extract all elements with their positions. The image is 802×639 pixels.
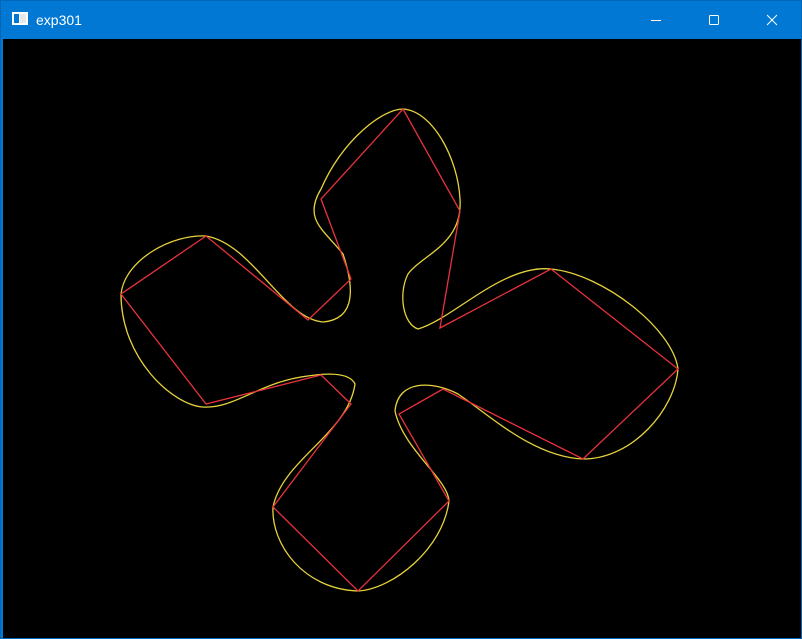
curve-drawing (120, 108, 679, 592)
title-bar[interactable]: exp301 (1, 1, 801, 38)
maximize-button[interactable] (685, 1, 743, 38)
close-button[interactable] (743, 1, 801, 38)
app-window-icon (12, 12, 28, 25)
drawing-canvas[interactable] (3, 39, 801, 638)
close-icon (766, 14, 778, 25)
smooth-curve (120, 108, 679, 592)
window-title: exp301 (36, 12, 82, 28)
control-polygon (120, 108, 679, 592)
maximize-icon (709, 14, 719, 25)
minimize-button[interactable] (627, 1, 685, 38)
window-controls (627, 1, 801, 38)
minimize-icon (651, 19, 661, 21)
